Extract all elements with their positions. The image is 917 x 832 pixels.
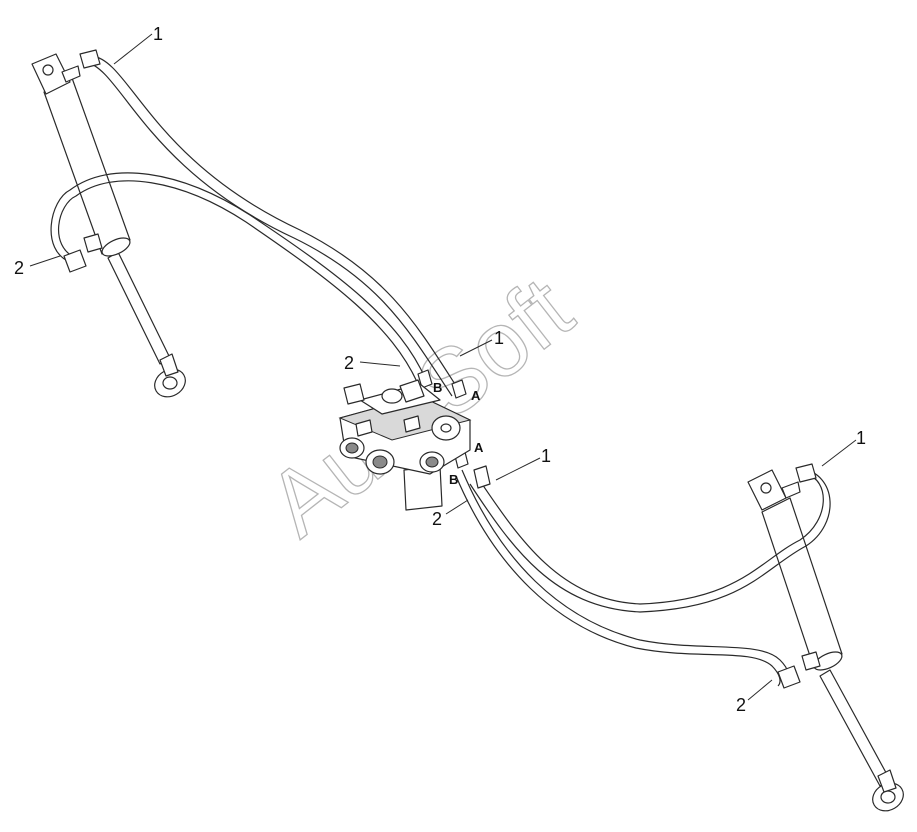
- leader-lines: [29, 33, 857, 701]
- callout-1-upper-left: 1: [153, 24, 163, 44]
- callout-2-valve-upper: 2: [344, 353, 354, 373]
- port-a-upper: A: [471, 388, 481, 403]
- callout-1-lower-right: 1: [856, 428, 866, 448]
- upper-left-cylinder: [31, 53, 186, 398]
- port-labels: A B A B: [433, 380, 484, 487]
- callout-2-upper-left: 2: [14, 258, 24, 278]
- port-b-lower: B: [449, 472, 458, 487]
- callouts: 1 2 1 2 1 2 1 2: [14, 24, 866, 715]
- callout-1-valve-upper: 1: [494, 328, 504, 348]
- port-a-lower: A: [474, 440, 484, 455]
- hydraulic-hoses: [50, 55, 831, 687]
- port-b-upper: B: [433, 380, 442, 395]
- callout-1-valve-lower: 1: [541, 446, 551, 466]
- valve-block: [338, 379, 472, 511]
- callout-2-valve-lower: 2: [432, 509, 442, 529]
- hose-fittings: [63, 49, 821, 689]
- callout-2-lower-right: 2: [736, 695, 746, 715]
- lower-right-cylinder: [747, 469, 904, 812]
